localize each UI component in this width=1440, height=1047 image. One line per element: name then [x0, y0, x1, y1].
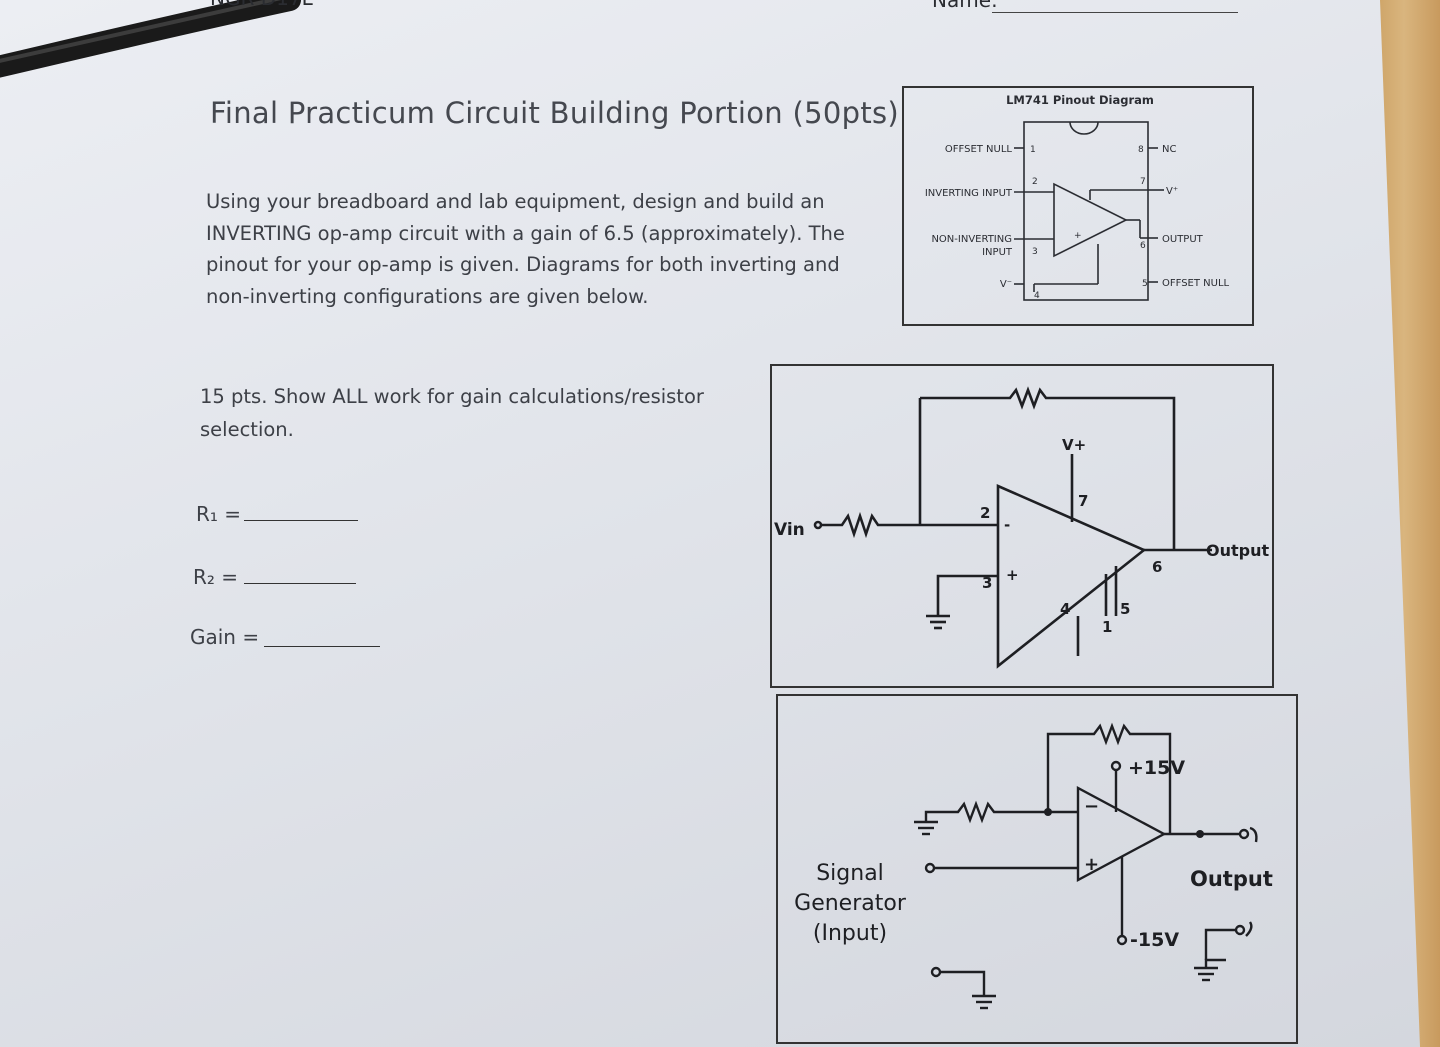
output-label: Output [1190, 867, 1273, 891]
instruction-line: non-inverting configurations are given b… [206, 284, 649, 308]
pin-number: 8 [1138, 145, 1144, 155]
pin-label-inverting-input: INVERTING INPUT [925, 188, 1013, 199]
plus-sign: + [1084, 854, 1099, 875]
pinout-diagram: LM741 Pinout Diagram OFFSET NULL INVERTI… [925, 93, 1230, 301]
pin-number: 3 [1032, 247, 1038, 257]
r2-answer-blank[interactable] [244, 583, 356, 584]
pin-number: 1 [1102, 618, 1112, 636]
points-note: 15 pts. Show ALL work for gain calculati… [200, 380, 760, 446]
vin-label: Vin [774, 520, 805, 540]
pin-number: 3 [982, 574, 992, 592]
pinout-diagram-box: LM741 Pinout Diagram OFFSET NULL INVERTI… [902, 86, 1254, 326]
inverting-diagram-box: Vin V+ Output 2 3 7 6 4 5 1 - + [770, 364, 1274, 688]
r2-label: R₂ = [193, 565, 239, 589]
pin-number: 2 [980, 504, 990, 522]
points-note-line: 15 pts. Show ALL work for gain calculati… [200, 385, 704, 408]
pin-number: 6 [1152, 558, 1162, 576]
minus-sign: − [1084, 796, 1099, 817]
pin-label-offset-null-right: OFFSET NULL [1162, 278, 1230, 289]
pin-label-input: INPUT [982, 247, 1013, 258]
name-label: Name: [932, 0, 998, 12]
minus-sign: - [1004, 516, 1010, 534]
pin-number: 7 [1078, 492, 1088, 510]
pin-number: 1 [1030, 145, 1036, 155]
output-label: Output [1206, 541, 1269, 560]
noninverting-diagram-box: +15V -15V Output Signal Generator (Input… [776, 694, 1298, 1044]
pinout-title: LM741 Pinout Diagram [1006, 93, 1154, 107]
plus-sign: + [1006, 566, 1019, 584]
gain-answer-blank[interactable] [264, 646, 380, 647]
gain-label: Gain = [190, 625, 260, 649]
noninverting-diagram: +15V -15V Output Signal Generator (Input… [794, 722, 1273, 1010]
r1-answer-blank[interactable] [244, 520, 358, 521]
pos-supply-label: +15V [1128, 757, 1185, 779]
pin-label-offset-null-left: OFFSET NULL [945, 144, 1013, 155]
neg-supply-label: -15V [1130, 929, 1179, 951]
instruction-line: pinout for your op-amp is given. Diagram… [206, 253, 840, 276]
pin-label-non-inverting: NON-INVERTING [931, 234, 1012, 245]
instructions: Using your breadboard and lab equipment,… [206, 186, 876, 312]
r1-label: R₁ = [196, 502, 242, 526]
pin-number: 7 [1140, 177, 1146, 187]
page-title: Final Practicum Circuit Building Portion… [210, 96, 900, 130]
course-code-cut: NGR D17L [210, 0, 313, 10]
pin-number: 6 [1140, 241, 1146, 251]
pin-label-vplus: V⁺ [1166, 186, 1178, 197]
signal-generator-label: (Input) [813, 921, 887, 946]
signal-generator-label: Generator [794, 891, 907, 916]
signal-generator-label: Signal [816, 861, 884, 886]
pin-number: 4 [1060, 600, 1070, 618]
pin-label-output: OUTPUT [1162, 234, 1204, 245]
pin-number: 5 [1142, 279, 1148, 289]
pin-label-vminus: V⁻ [1000, 279, 1012, 290]
instruction-line: Using your breadboard and lab equipment,… [206, 190, 825, 213]
pin-number: 5 [1120, 600, 1130, 618]
points-note-line: selection. [200, 418, 294, 441]
vplus-label: V+ [1062, 436, 1086, 454]
name-blank[interactable] [992, 12, 1238, 13]
instruction-line: INVERTING op-amp circuit with a gain of … [206, 221, 845, 245]
cable-object [0, 0, 301, 80]
inverting-diagram: Vin V+ Output 2 3 7 6 4 5 1 - + [774, 386, 1269, 669]
pin-number: 4 [1034, 291, 1040, 301]
plus-sign: + [1074, 231, 1082, 241]
pin-label-nc: NC [1162, 144, 1176, 155]
pin-number: 2 [1032, 177, 1038, 187]
